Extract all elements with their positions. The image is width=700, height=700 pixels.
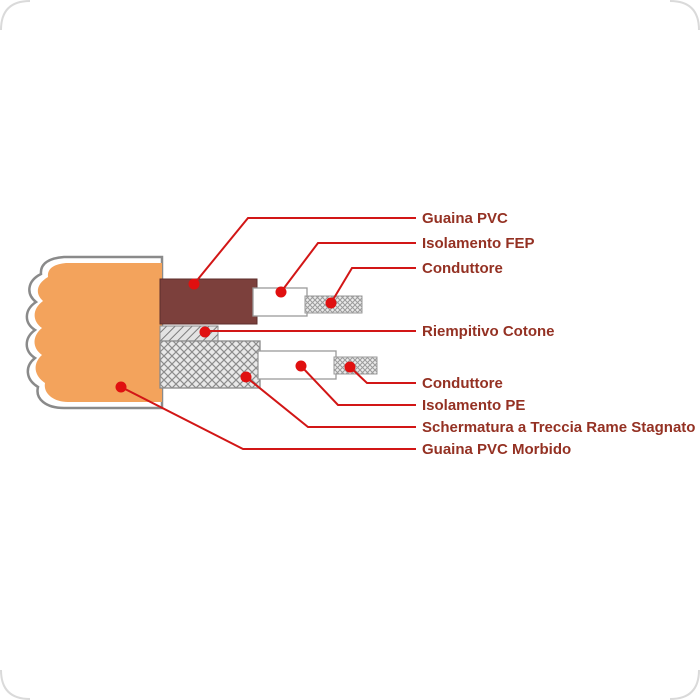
marker-dot-riempitivo-cotone: [199, 326, 211, 338]
label-guaina-pvc-morbido: Guaina PVC Morbido: [422, 441, 571, 458]
label-conduttore-top: Conduttore: [422, 260, 503, 277]
bottom-conductor: [333, 356, 378, 375]
marker-dot-isolamento-fep: [275, 286, 287, 298]
marker-dot-guaina-pvc-morbido: [115, 381, 127, 393]
label-schermatura: Schermatura a Treccia Rame Stagnato: [422, 419, 695, 436]
corner-top-right: [669, 0, 700, 31]
leader-guaina-pvc: [193, 217, 416, 285]
marker-dot-guaina-pvc: [188, 278, 200, 290]
leader-conduttore-bottom: [349, 366, 416, 384]
labels: Guaina PVC Isolamento FEP Conduttore Rie…: [422, 210, 695, 458]
corner-bottom-right: [669, 669, 700, 700]
marker-dots: [115, 278, 356, 393]
marker-dot-schermatura: [240, 371, 252, 383]
marker-dot-conduttore-top: [325, 297, 337, 309]
leader-conduttore-top: [330, 267, 416, 304]
leader-guaina-pvc-morbido: [120, 386, 416, 450]
marker-dot-isolamento-pe: [295, 360, 307, 372]
label-conduttore-bottom: Conduttore: [422, 375, 503, 392]
outer-jacket-fill: [34, 263, 162, 402]
leader-schermatura: [245, 376, 416, 428]
marker-dot-conduttore-bottom: [344, 361, 356, 373]
leader-isolamento-fep: [280, 242, 416, 293]
label-isolamento-pe: Isolamento PE: [422, 397, 525, 414]
label-riempitivo-cotone: Riempitivo Cotone: [422, 323, 555, 340]
corner-bottom-left: [0, 669, 31, 700]
label-isolamento-fep: Isolamento FEP: [422, 235, 535, 252]
label-guaina-pvc: Guaina PVC: [422, 210, 508, 227]
leader-lines: [120, 217, 416, 450]
inner-sheath-pvc: [159, 278, 258, 325]
leader-isolamento-pe: [300, 365, 416, 406]
corner-top-left: [0, 0, 31, 31]
